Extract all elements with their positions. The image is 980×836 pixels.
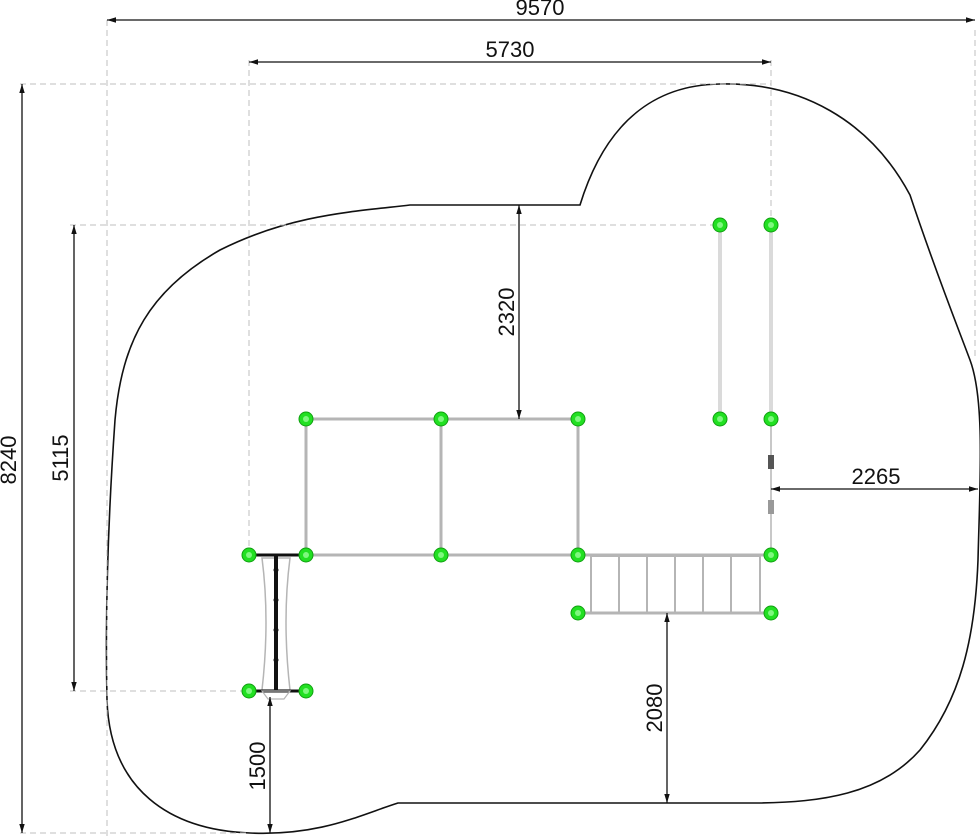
dim-clearance-bottom: 2080 (642, 684, 667, 733)
dim-overall-width: 9570 (516, 0, 565, 20)
guide-lines (20, 20, 976, 836)
post-core (768, 416, 774, 422)
dimension-labels: 9570 5730 8240 5115 2320 2265 2080 1500 (0, 0, 900, 790)
posts (241, 217, 779, 699)
safety-zone-outline (105, 83, 980, 835)
post-core (717, 416, 723, 422)
balance-bridge (249, 553, 306, 700)
main-frame (304, 417, 771, 557)
post-core (303, 416, 309, 422)
dim-equipment-width: 5730 (486, 37, 535, 62)
horizontal-ladder (578, 555, 771, 615)
right-connector (768, 419, 774, 555)
post-core (575, 610, 581, 616)
post-core (246, 688, 252, 694)
dim-clearance-bottom-left: 1500 (245, 742, 270, 791)
dim-equipment-height: 5115 (48, 434, 73, 481)
post-core (575, 552, 581, 558)
post-core (768, 222, 774, 228)
post-core (303, 688, 309, 694)
dim-overall-height: 8240 (0, 436, 21, 485)
post-core (575, 416, 581, 422)
post-core (717, 222, 723, 228)
post-core (303, 552, 309, 558)
dimension-lines (19, 17, 978, 833)
post-core (768, 610, 774, 616)
dim-clearance-right: 2265 (852, 464, 901, 489)
dim-clearance-top: 2320 (494, 288, 519, 337)
post-core (246, 552, 252, 558)
post-core (438, 552, 444, 558)
post-core (768, 552, 774, 558)
post-core (438, 416, 444, 422)
parallel-bars (718, 225, 773, 419)
